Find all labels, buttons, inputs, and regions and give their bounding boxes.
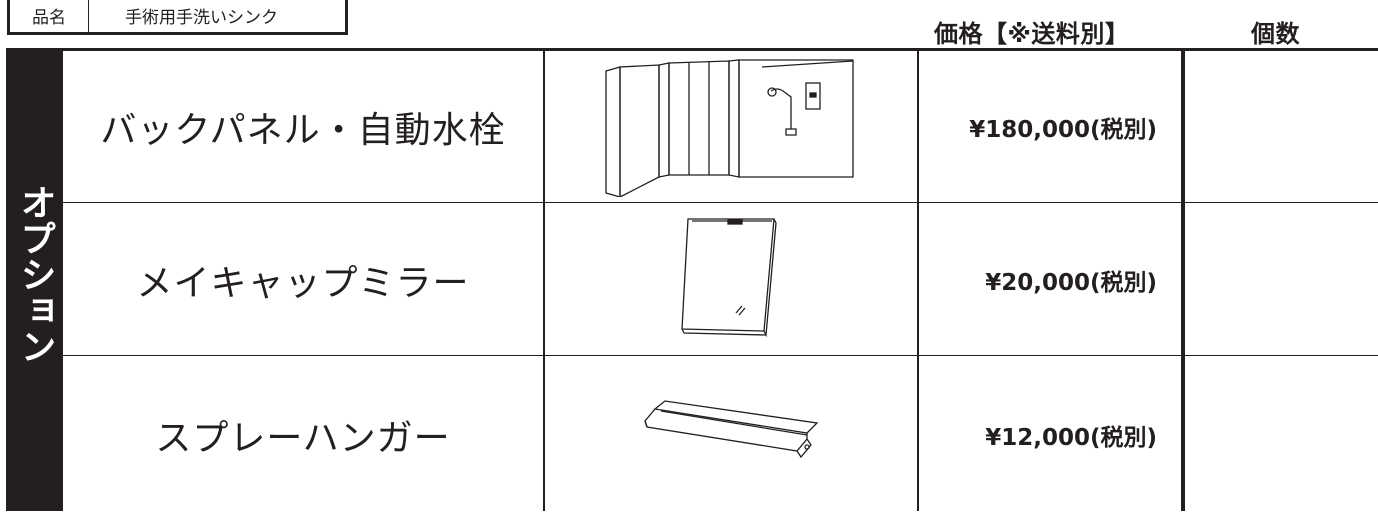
price-column-header: 価格【※送料別】 — [934, 20, 1130, 48]
makeup-mirror-illustration — [544, 204, 917, 355]
option-name: スプレーハンガー — [155, 418, 451, 459]
option-row-spray-hanger: スプレーハンガー ¥12,000(税別) — [63, 357, 1378, 513]
option-row-makeup-mirror: メイキャップミラー ¥20,000(税別) — [63, 204, 1378, 356]
quantity-cell[interactable] — [1185, 204, 1378, 355]
option-row-back-panel: バックパネル・自動水栓 ¥180,000(税別) — [63, 51, 1378, 203]
options-section-text: オプション — [14, 184, 56, 364]
product-name-value: 手術用手洗いシンク — [125, 7, 278, 28]
column-divider — [1181, 51, 1185, 511]
option-price: ¥180,000(税別) — [969, 116, 1157, 143]
option-price: ¥12,000(税別) — [985, 425, 1157, 451]
product-name-box: 品名 手術用手洗いシンク — [7, 0, 348, 35]
option-price: ¥20,000(税別) — [985, 269, 1157, 296]
option-name: バックパネル・自動水栓 — [100, 109, 506, 151]
quantity-cell[interactable] — [1185, 51, 1378, 202]
back-panel-faucet-illustration — [544, 51, 917, 202]
option-name: メイキャップミラー — [136, 262, 470, 304]
column-divider — [917, 51, 919, 511]
options-table: オプション バックパネル・自動水栓 ¥ — [6, 48, 1378, 511]
spray-hanger-illustration — [544, 357, 917, 513]
column-divider — [543, 51, 545, 511]
quantity-column-header: 個数 — [1251, 20, 1300, 48]
options-section-label: オプション — [6, 51, 63, 511]
product-name-label: 品名 — [10, 0, 89, 32]
quantity-cell[interactable] — [1185, 357, 1378, 513]
